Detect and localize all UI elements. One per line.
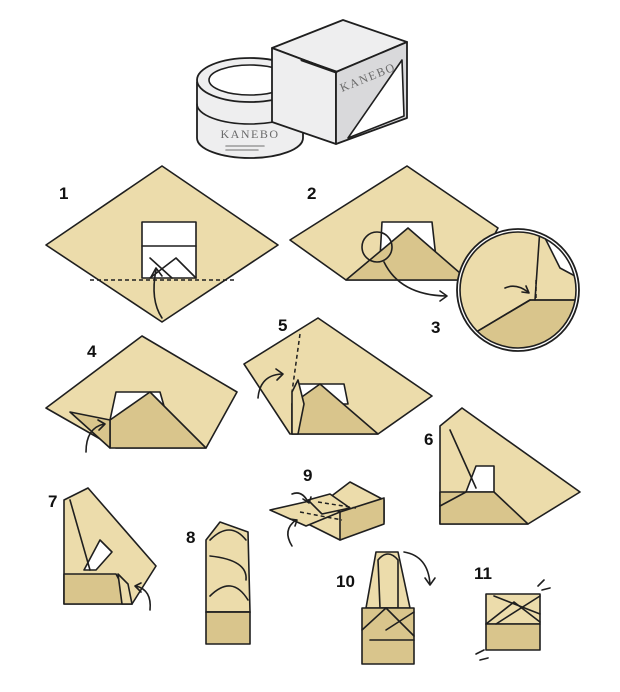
step-7-diagram [63, 487, 157, 611]
step-9-diagram [269, 481, 385, 547]
step-number-10: 10 [336, 572, 355, 591]
step-2-diagram [289, 165, 499, 302]
step-number-6: 6 [424, 430, 434, 449]
jar-brand-label: KANEBO [221, 127, 280, 141]
product-box-illustration: KANEBO [271, 19, 408, 145]
step-5-diagram [243, 317, 433, 435]
step-11-diagram [475, 579, 551, 661]
step-8-diagram [205, 521, 251, 645]
step-number-5: 5 [278, 316, 288, 335]
step-number-8: 8 [186, 528, 196, 547]
step-number-3: 3 [431, 318, 441, 337]
step-number-2: 2 [307, 184, 317, 203]
step-number-9: 9 [303, 466, 313, 485]
step-number-4: 4 [87, 342, 97, 361]
step-4-diagram [45, 335, 238, 453]
step-number-1: 1 [59, 184, 69, 203]
step-10-diagram [361, 551, 436, 665]
step-3-detail-circle [456, 228, 580, 352]
step-number-11: 11 [474, 564, 492, 583]
step-number-7: 7 [48, 492, 58, 511]
step-1-diagram [45, 165, 279, 323]
step-6-diagram [439, 407, 581, 525]
